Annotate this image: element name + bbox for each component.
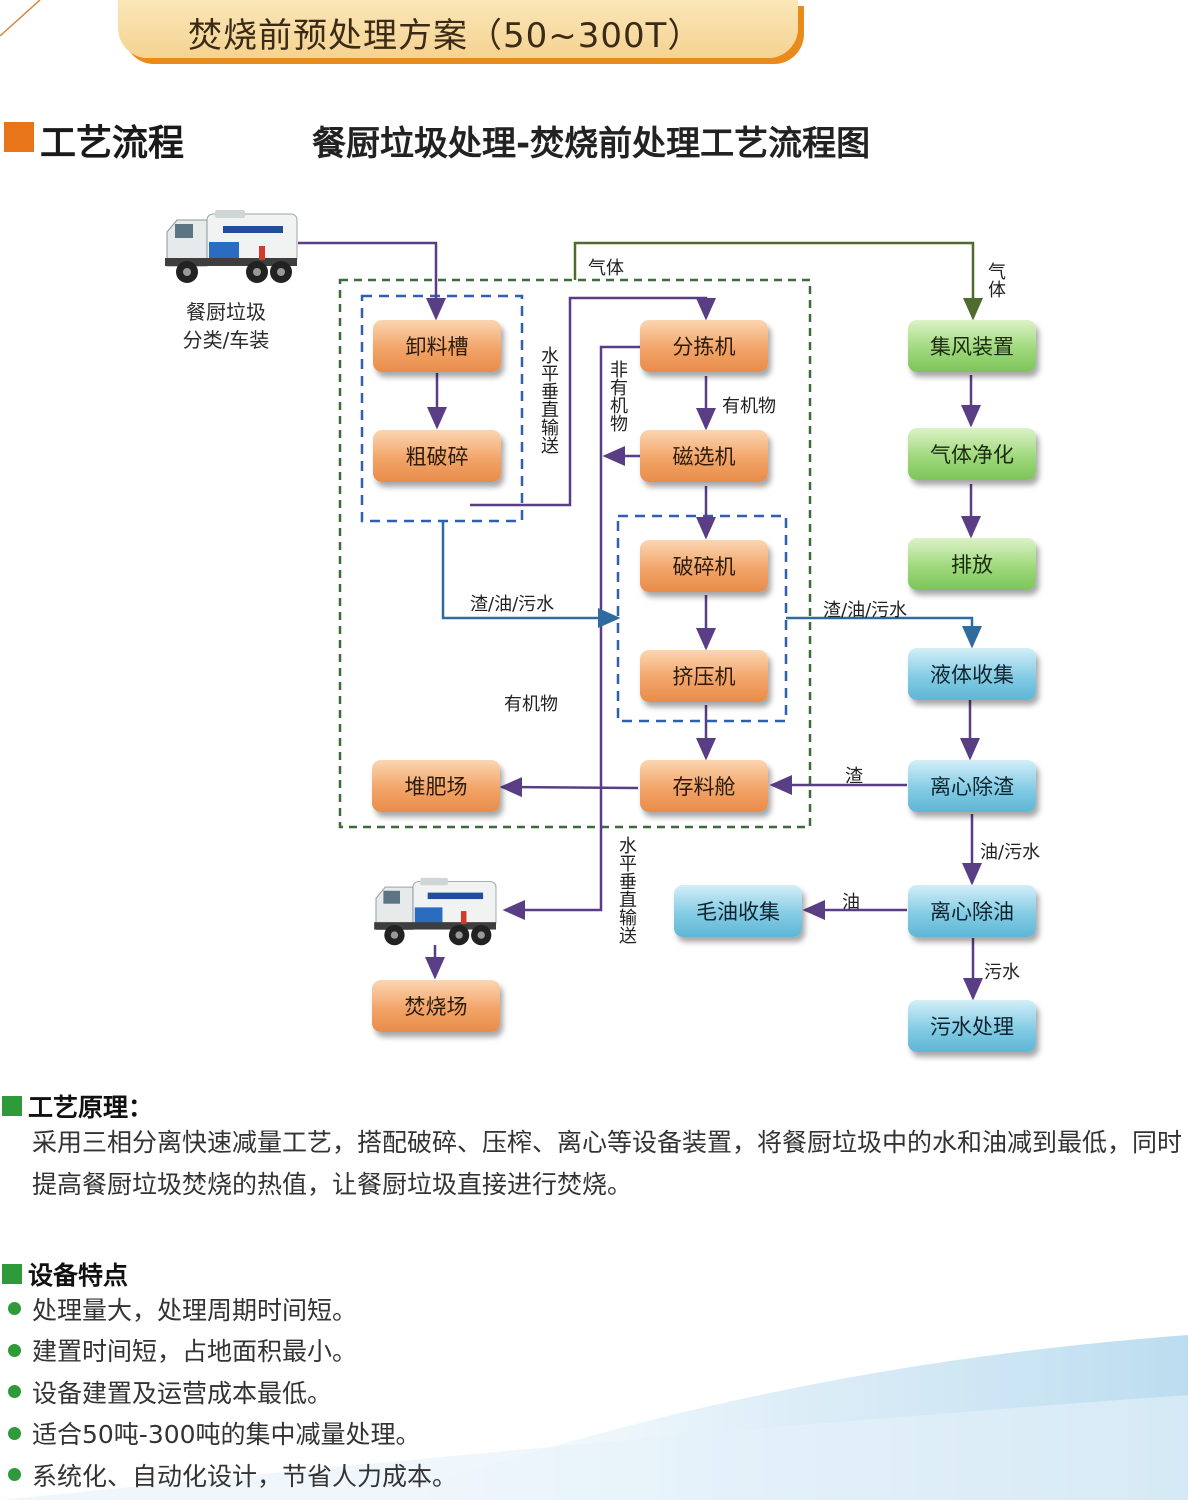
principle-heading-text: 工艺原理： [28, 1093, 154, 1122]
node-sorting-machine: 分拣机 [640, 320, 768, 372]
features-list: 处理量大，处理周期时间短。 建置时间短，占地面积最小。 设备建置及运营成本最低。… [8, 1288, 457, 1496]
diagram-title: 餐厨垃圾处理-焚烧前处理工艺流程图 [312, 124, 871, 164]
section-marker-icon [2, 1096, 22, 1116]
truck-icon [374, 877, 497, 946]
list-item: 设备建置及运营成本最低。 [8, 1371, 457, 1413]
node-crude-oil-collection: 毛油收集 [674, 885, 802, 937]
truck-icon [165, 210, 298, 283]
label-gas-vertical: 气体 [985, 262, 1006, 298]
flow-connectors [298, 241, 983, 1001]
node-centrifugal-deoiling: 离心除油 [908, 885, 1036, 937]
list-item: 系统化、自动化设计，节省人力成本。 [8, 1454, 457, 1496]
label-residue-oil-sewage-1: 渣/油/污水 [470, 594, 555, 615]
node-storage-bin: 存料舱 [640, 760, 768, 812]
bullet-icon [8, 1468, 21, 1482]
bullet-icon [8, 1343, 21, 1357]
section-marker-icon [4, 122, 34, 152]
label-horizontal-vertical-convey: 水平垂直输送 [538, 346, 559, 454]
node-centrifugal-deslagging: 离心除渣 [908, 760, 1036, 812]
node-gas-purification: 气体净化 [908, 428, 1036, 480]
label-sewage: 污水 [984, 962, 1020, 983]
node-magnetic-separator: 磁选机 [640, 430, 768, 482]
section-title: 工艺流程 [40, 123, 185, 164]
node-extruder: 挤压机 [640, 650, 768, 702]
list-item: 建置时间短，占地面积最小。 [8, 1330, 457, 1372]
bullet-icon [8, 1426, 21, 1440]
label-horizontal-vertical-convey-2: 水平垂直输送 [616, 836, 637, 944]
node-emission: 排放 [908, 538, 1036, 590]
node-unloading-trough: 卸料槽 [373, 320, 501, 372]
list-item: 处理量大，处理周期时间短。 [8, 1288, 457, 1330]
label-oil: 油 [842, 892, 860, 913]
features-heading-text: 设备特点 [28, 1261, 129, 1290]
node-sewage-treatment: 污水处理 [908, 1000, 1036, 1052]
bullet-icon [8, 1302, 21, 1316]
label-organic-2: 有机物 [504, 694, 558, 715]
node-coarse-crushing: 粗破碎 [373, 430, 501, 482]
truck-source-label-line2: 分类/车装 [182, 328, 270, 352]
feature-text: 建置时间短，占地面积最小。 [32, 1337, 358, 1367]
label-gas-horizontal: 气体 [588, 258, 624, 279]
bullet-icon [8, 1385, 21, 1399]
principle-heading: 工艺原理： [2, 1088, 153, 1124]
feature-text: 设备建置及运营成本最低。 [32, 1378, 333, 1408]
node-air-collection: 集风装置 [908, 320, 1036, 372]
features-heading: 设备特点 [2, 1256, 128, 1292]
node-crusher: 破碎机 [640, 540, 768, 592]
section-marker-icon [2, 1264, 22, 1284]
header-banner: 焚烧前预处理方案（50~300T） [118, 0, 798, 58]
node-incineration-plant: 焚烧场 [372, 980, 500, 1032]
label-residue: 渣 [845, 766, 863, 787]
list-item: 适合50吨-300吨的集中减量处理。 [8, 1413, 457, 1455]
label-oil-sewage: 油/污水 [980, 842, 1041, 863]
feature-text: 系统化、自动化设计，节省人力成本。 [32, 1461, 458, 1491]
label-organic-1: 有机物 [722, 396, 776, 417]
node-liquid-collection: 液体收集 [908, 648, 1036, 700]
principle-text: 采用三相分离快速减量工艺，搭配破碎、压榨、离心等设备装置，将餐厨垃圾中的水和油减… [32, 1128, 1183, 1199]
feature-text: 处理量大，处理周期时间短。 [32, 1295, 358, 1325]
truck-source-label: 餐厨垃圾 分类/车装 [176, 298, 276, 354]
label-non-organic: 非有机物 [607, 360, 628, 432]
node-compost-yard: 堆肥场 [372, 760, 500, 812]
truck-source-label-line1: 餐厨垃圾 [186, 300, 266, 324]
banner-title: 焚烧前预处理方案（50~300T） [188, 16, 703, 56]
feature-text: 适合50吨-300吨的集中减量处理。 [32, 1420, 421, 1450]
label-residue-oil-sewage-2: 渣/油/污水 [823, 600, 908, 621]
